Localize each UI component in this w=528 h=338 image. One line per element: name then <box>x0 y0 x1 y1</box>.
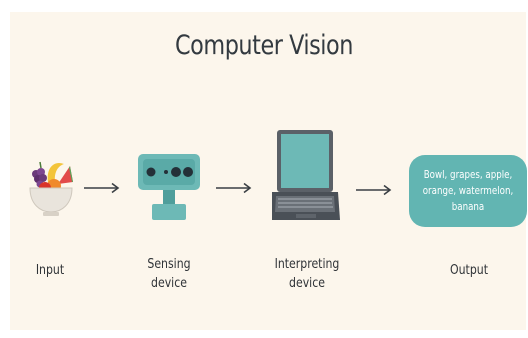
fruit-bowl-icon <box>29 161 73 216</box>
stage-label-output: Output <box>450 262 488 278</box>
output-box: Bowl, grapes, apple, orange, watermelon,… <box>409 155 527 227</box>
arrow-right-icon <box>216 182 252 194</box>
stage-label-sensing: Sensing device <box>147 256 191 291</box>
output-text: Bowl, grapes, apple, orange, watermelon,… <box>422 169 514 213</box>
arrow-right-icon <box>84 182 120 194</box>
arrow-right-icon <box>356 184 392 196</box>
stage-label-input: Input <box>35 262 65 278</box>
laptop-icon <box>272 130 340 220</box>
stage-label-interpreting: Interpreting device <box>274 256 340 291</box>
diagram-title: Computer Vision <box>175 30 353 61</box>
camera-sensor-icon <box>138 154 200 220</box>
